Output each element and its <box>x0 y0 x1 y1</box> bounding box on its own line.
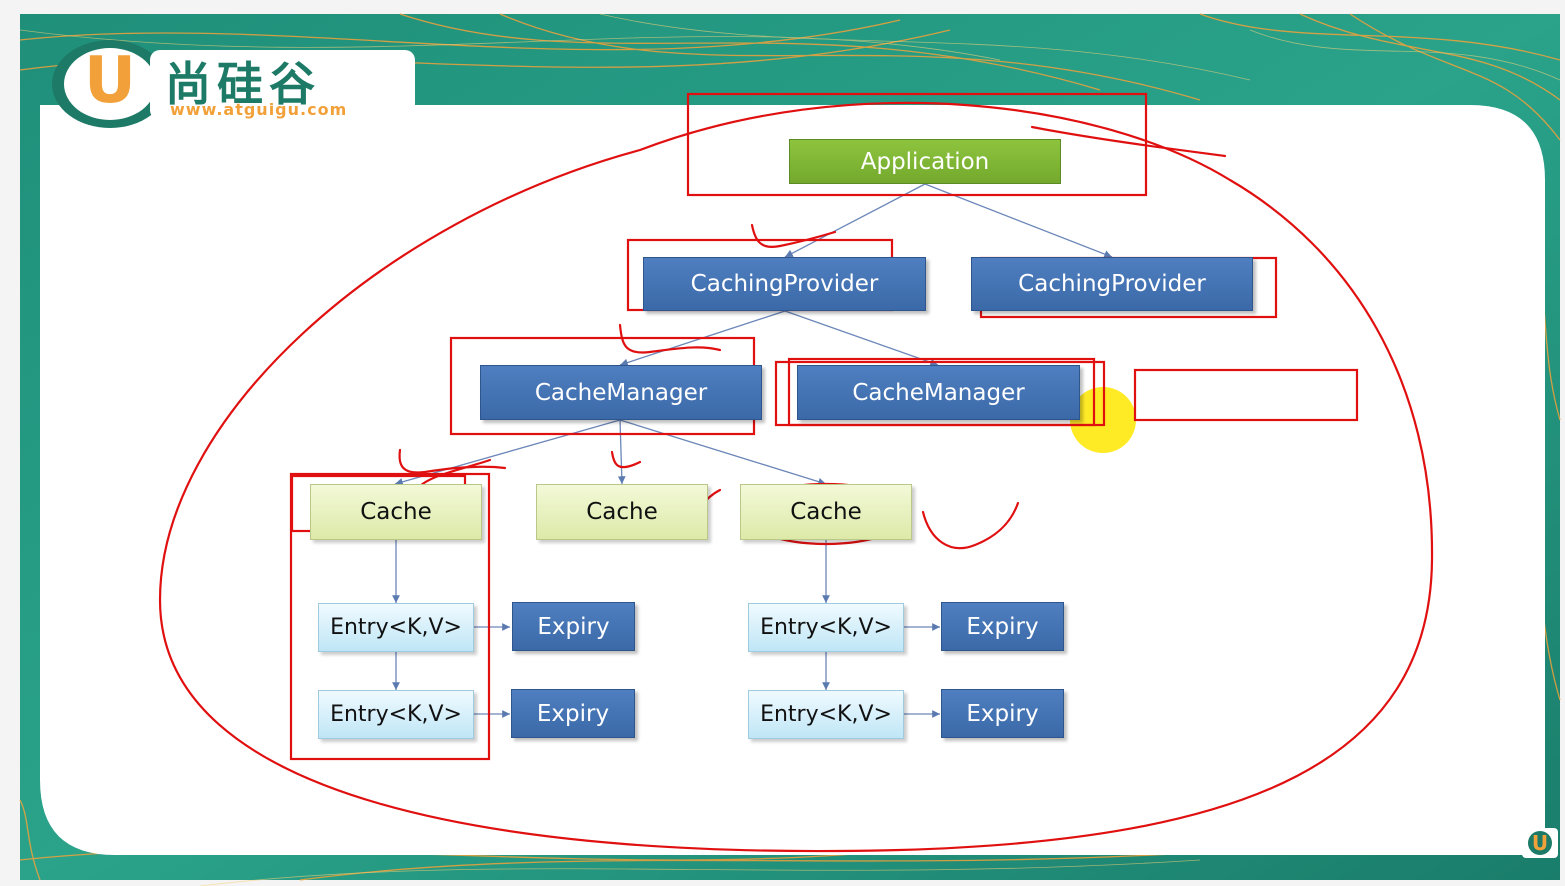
cache-manager-node-2: CacheManager <box>797 365 1080 420</box>
corner-logo-letter: U <box>1528 831 1552 855</box>
caching-provider-node-2: CachingProvider <box>971 257 1253 311</box>
entry-node-1: Entry<K,V> <box>318 603 474 652</box>
entry-node-3: Entry<K,V> <box>748 603 904 652</box>
cache-manager-node-1: CacheManager <box>480 365 762 420</box>
caching-provider-node-1: CachingProvider <box>643 257 926 311</box>
cache-node-3: Cache <box>740 484 912 540</box>
expiry-node-3: Expiry <box>941 602 1064 651</box>
cache-node-1: Cache <box>310 484 482 540</box>
cache-node-2: Cache <box>536 484 708 540</box>
entry-node-4: Entry<K,V> <box>748 690 904 739</box>
logo-url: www.atguigu.com <box>170 100 348 119</box>
expiry-node-4: Expiry <box>941 689 1064 738</box>
expiry-node-1: Expiry <box>512 602 635 651</box>
entry-node-2: Entry<K,V> <box>318 690 474 739</box>
application-node: Application <box>789 139 1061 184</box>
expiry-node-2: Expiry <box>511 689 635 738</box>
logo-letter: U <box>84 44 136 118</box>
corner-logo: U <box>1522 828 1558 858</box>
logo-brand: 尚硅谷 <box>165 57 321 111</box>
